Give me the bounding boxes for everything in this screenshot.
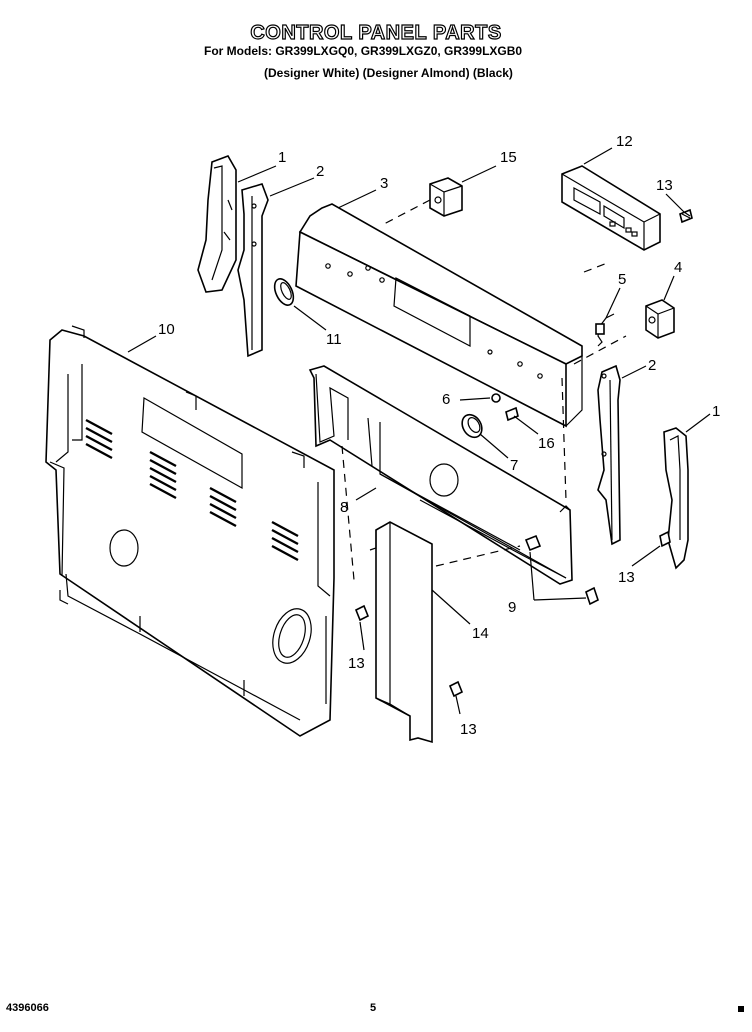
callout-13d: 13 [618,569,635,586]
callout-3: 3 [380,175,388,192]
part-2-left-bracket [237,183,269,358]
part-13-screw-b [659,530,671,548]
callout-8: 8 [340,499,348,516]
alignment-lines [341,199,627,581]
callout-1a: 1 [278,149,286,166]
part-7-knob [461,413,483,439]
part-14-air-duct [369,521,433,744]
callout-2a: 2 [316,163,324,180]
part-8-inner-panel [308,365,573,585]
corner-mark [738,1006,744,1012]
part-1-right-end-cap [663,427,689,570]
part-13-screw-c [354,604,370,622]
part-3-console-panel [295,203,583,428]
callout-12: 12 [616,133,633,150]
part-5-wire-harness [595,313,615,347]
callout-10: 10 [158,321,175,338]
document-number: 4396066 [6,1002,49,1014]
callout-6: 6 [442,391,450,408]
part-13-screw-d [448,680,464,698]
callout-14: 14 [472,625,489,642]
callout-13a: 13 [656,177,673,194]
callout-11: 11 [326,331,342,348]
part-10-rear-panel [45,325,335,737]
part-12-electronic-control [561,165,661,251]
part-9-screws [524,534,599,606]
page-number: 5 [370,1002,377,1014]
leader-lines [127,147,711,715]
vent-slots [85,418,299,562]
models-line: For Models: GR399LXGQ0, GR399LXGZ0, GR39… [204,44,523,58]
callout-13c: 13 [460,721,477,738]
callout-7: 7 [510,457,518,474]
page-title: CONTROL PANEL PARTS [250,21,502,44]
callout-9: 9 [508,599,516,616]
callout-4: 4 [674,259,682,276]
part-13-screw-a [679,208,693,224]
part-1-left-end-cap [197,155,237,293]
callout-15: 15 [500,149,517,166]
callout-2b: 2 [648,357,656,374]
part-2-right-bracket [597,364,621,546]
callout-labels: 1 2 3 15 12 13 4 5 10 11 2 1 6 16 7 8 13… [158,133,720,738]
part-4-switch-box [645,299,675,339]
callout-5: 5 [618,271,626,288]
colors-line: (Designer White) (Designer Almond) (Blac… [264,66,513,80]
callout-16: 16 [538,435,555,452]
callout-1b: 1 [712,403,720,420]
part-11-knob [273,278,295,306]
callout-13b: 13 [348,655,365,672]
part-6-clip [491,393,501,403]
part-15-switch-box [429,177,463,217]
